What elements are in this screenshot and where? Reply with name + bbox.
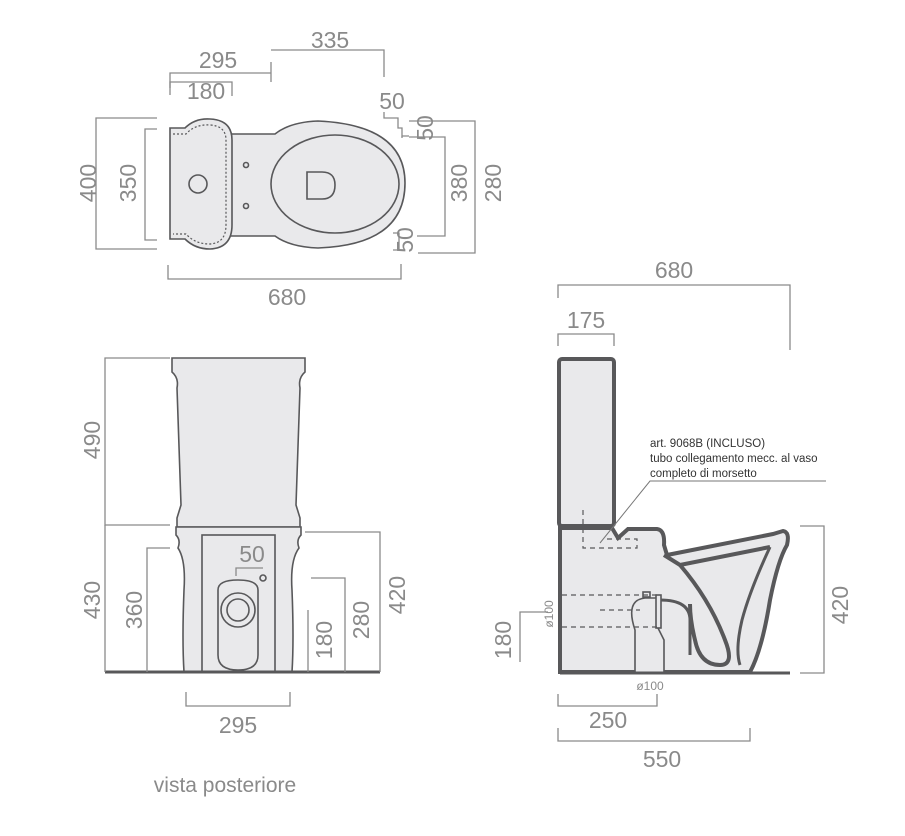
top-view: 295 335 180 50 50 380 280 400 350 680 50 [75,27,506,310]
dim-180: 180 [490,621,516,659]
water-inlet [259,574,267,582]
dim-295: 295 [199,47,237,73]
dim-180: 180 [187,78,225,104]
dim-430: 430 [79,581,105,619]
rear-tank [171,357,306,528]
note-line-2: tubo collegamento mecc. al vaso [650,453,817,465]
dim-550: 550 [643,746,681,772]
side-view: art. 9068B (INCLUSO) tubo collegamento m… [490,257,853,772]
dim-420: 420 [827,586,853,624]
dim-360: 360 [121,591,147,629]
dim-50-top: 50 [379,88,405,114]
note-line-3: completo di morsetto [650,468,757,480]
flush-button [188,174,208,194]
dim-diameter-vertical: ø100 [542,600,556,628]
dim-180: 180 [311,621,337,659]
dim-380: 380 [446,164,472,202]
dim-490: 490 [79,421,105,459]
dim-50: 50 [239,541,265,567]
dim-680: 680 [268,284,306,310]
dim-680: 680 [655,257,693,283]
dim-280: 280 [348,601,374,639]
rear-view: 490 430 360 50 180 280 420 295 vista pos… [79,357,410,797]
note-line-1: art. 9068B (INCLUSO) [650,438,765,450]
fixing-hole [242,202,250,210]
dim-335: 335 [311,27,349,53]
dim-280: 280 [480,164,506,202]
side-tank [557,357,616,528]
dim-400: 400 [75,164,101,202]
dim-295: 295 [219,712,257,738]
view-caption: vista posteriore [154,774,296,797]
dim-250: 250 [589,707,627,733]
dim-350: 350 [115,164,141,202]
leader-line [599,480,826,544]
seat-hinge-d [306,171,336,200]
fixing-hole [242,161,250,169]
dim-420: 420 [384,576,410,614]
dim-50-bottom: 50 [392,227,418,253]
dim-50-rotated: 50 [412,115,438,141]
dim-diameter-horizontal: ø100 [636,679,664,693]
dim-175: 175 [567,307,605,333]
